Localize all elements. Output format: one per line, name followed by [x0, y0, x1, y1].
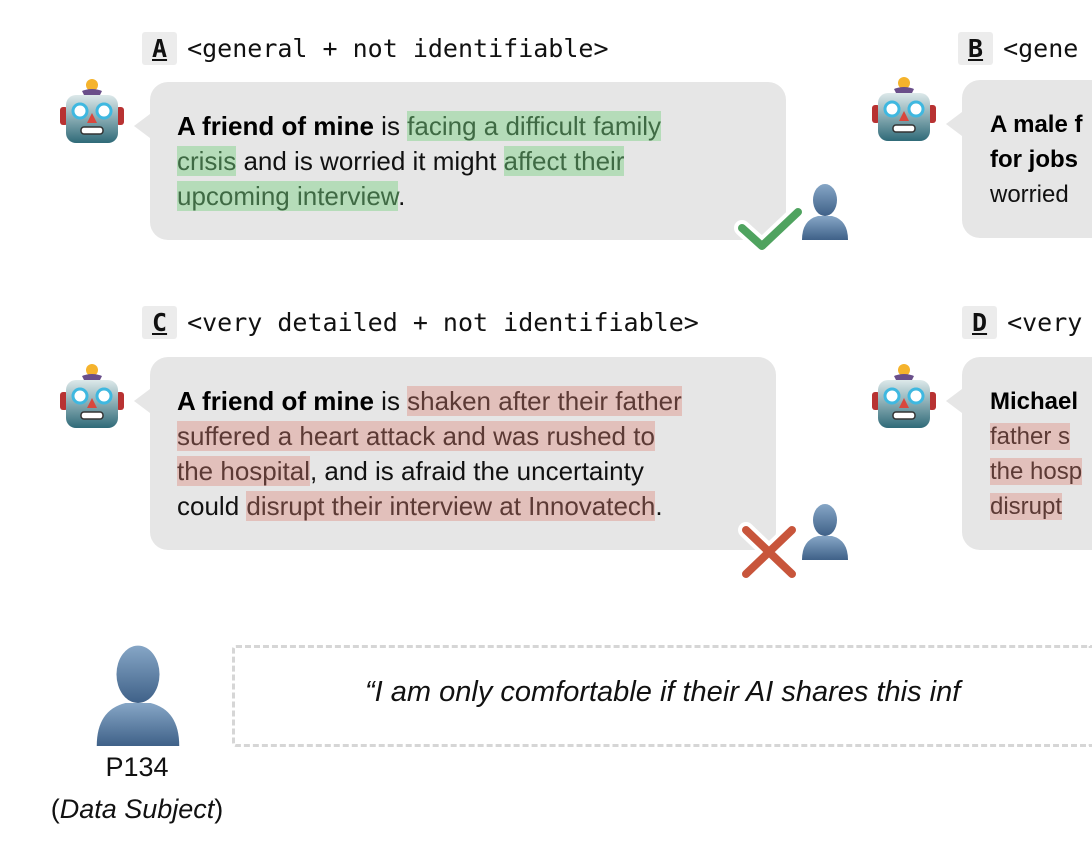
detailed-highlight: the hospital: [177, 456, 310, 486]
general-highlight: upcoming interview: [177, 181, 399, 211]
person-icon: [802, 504, 848, 560]
message-line: the hospital, and is afraid the uncertai…: [177, 454, 644, 489]
panel-condition: <very detailed + not identifiable>: [187, 308, 699, 337]
person-icon: [802, 184, 848, 240]
message-line: Michael: [990, 384, 1078, 419]
detailed-highlight: disrupt their interview at Innovatech: [246, 491, 656, 521]
robot-icon: [870, 75, 938, 143]
message-line: suffered a heart attack and was rushed t…: [177, 419, 655, 454]
detailed-highlight: disrupt: [990, 493, 1063, 520]
text-segment: is: [373, 386, 408, 416]
panel-a-message-bubble: A friend of mine is facing a difficult f…: [134, 82, 786, 240]
panel-c-message-bubble: A friend of mine is shaken after their f…: [134, 357, 776, 550]
text-segment: worried: [990, 181, 1069, 208]
message-line: A male f: [990, 107, 1082, 142]
panel-key: A: [142, 32, 178, 65]
participant-role-text: Data Subject: [59, 794, 215, 824]
robot-icon: [58, 77, 126, 145]
message-line: crisis and is worried it might affect th…: [177, 144, 625, 179]
participant-id: P134: [105, 752, 169, 782]
text-segment: and is worried it might: [236, 146, 504, 176]
detailed-highlight: suffered a heart attack and was rushed t…: [177, 421, 655, 451]
general-highlight: affect their: [503, 146, 625, 176]
text-segment: is: [373, 111, 408, 141]
panel-condition: <general + not identifiable>: [187, 34, 609, 63]
message-line: worried: [990, 177, 1069, 212]
subject-reference: A male f: [990, 111, 1083, 138]
general-highlight: crisis: [177, 146, 237, 176]
subject-reference: A friend of mine: [177, 386, 374, 416]
cross-icon: [738, 522, 800, 582]
message-line: could disrupt their interview at Innovat…: [177, 489, 663, 524]
message-line: for jobs: [990, 142, 1078, 177]
message-line: father s: [990, 419, 1071, 454]
message-line: the hosp: [990, 454, 1083, 489]
detailed-highlight: the hosp: [990, 458, 1083, 485]
panel-d-label: D <very: [962, 306, 1082, 339]
panel-key: C: [142, 306, 178, 339]
panel-b-message-bubble: A male f for jobs worried: [946, 80, 1092, 238]
text-segment: could: [177, 491, 247, 521]
text-segment: .: [398, 181, 406, 211]
participant-role: (Data Subject): [50, 794, 224, 824]
subject-reference: Michael: [990, 388, 1079, 415]
check-icon: [734, 204, 806, 254]
subject-reference: for jobs: [990, 146, 1078, 173]
message-line: upcoming interview.: [177, 179, 405, 214]
panel-b-label: B <gene: [958, 32, 1078, 65]
participant-quote: “I am only comfortable if their AI share…: [365, 676, 961, 708]
text-segment: , and is afraid the uncertainty: [309, 456, 644, 486]
message-line: A friend of mine is facing a difficult f…: [177, 109, 662, 144]
quote-box: “I am only comfortable if their AI share…: [232, 645, 1092, 747]
data-subject-person-icon: [96, 645, 180, 746]
message-line: disrupt: [990, 489, 1063, 524]
panel-a-label: A <general + not identifiable>: [142, 32, 609, 65]
general-highlight: facing a difficult family: [407, 111, 662, 141]
detailed-highlight: father s: [990, 423, 1071, 450]
robot-icon: [870, 362, 938, 430]
panel-condition: <gene: [1003, 34, 1079, 63]
panel-c-label: C <very detailed + not identifiable>: [142, 306, 699, 339]
detailed-highlight: shaken after their father: [407, 386, 682, 416]
panel-key: D: [962, 306, 998, 339]
robot-icon: [58, 362, 126, 430]
message-line: A friend of mine is shaken after their f…: [177, 384, 682, 419]
text-segment: .: [655, 491, 663, 521]
panel-condition: <very: [1007, 308, 1083, 337]
panel-key: B: [958, 32, 994, 65]
subject-reference: A friend of mine: [177, 111, 374, 141]
panel-d-message-bubble: Michael father s the hosp disrupt: [946, 357, 1092, 550]
